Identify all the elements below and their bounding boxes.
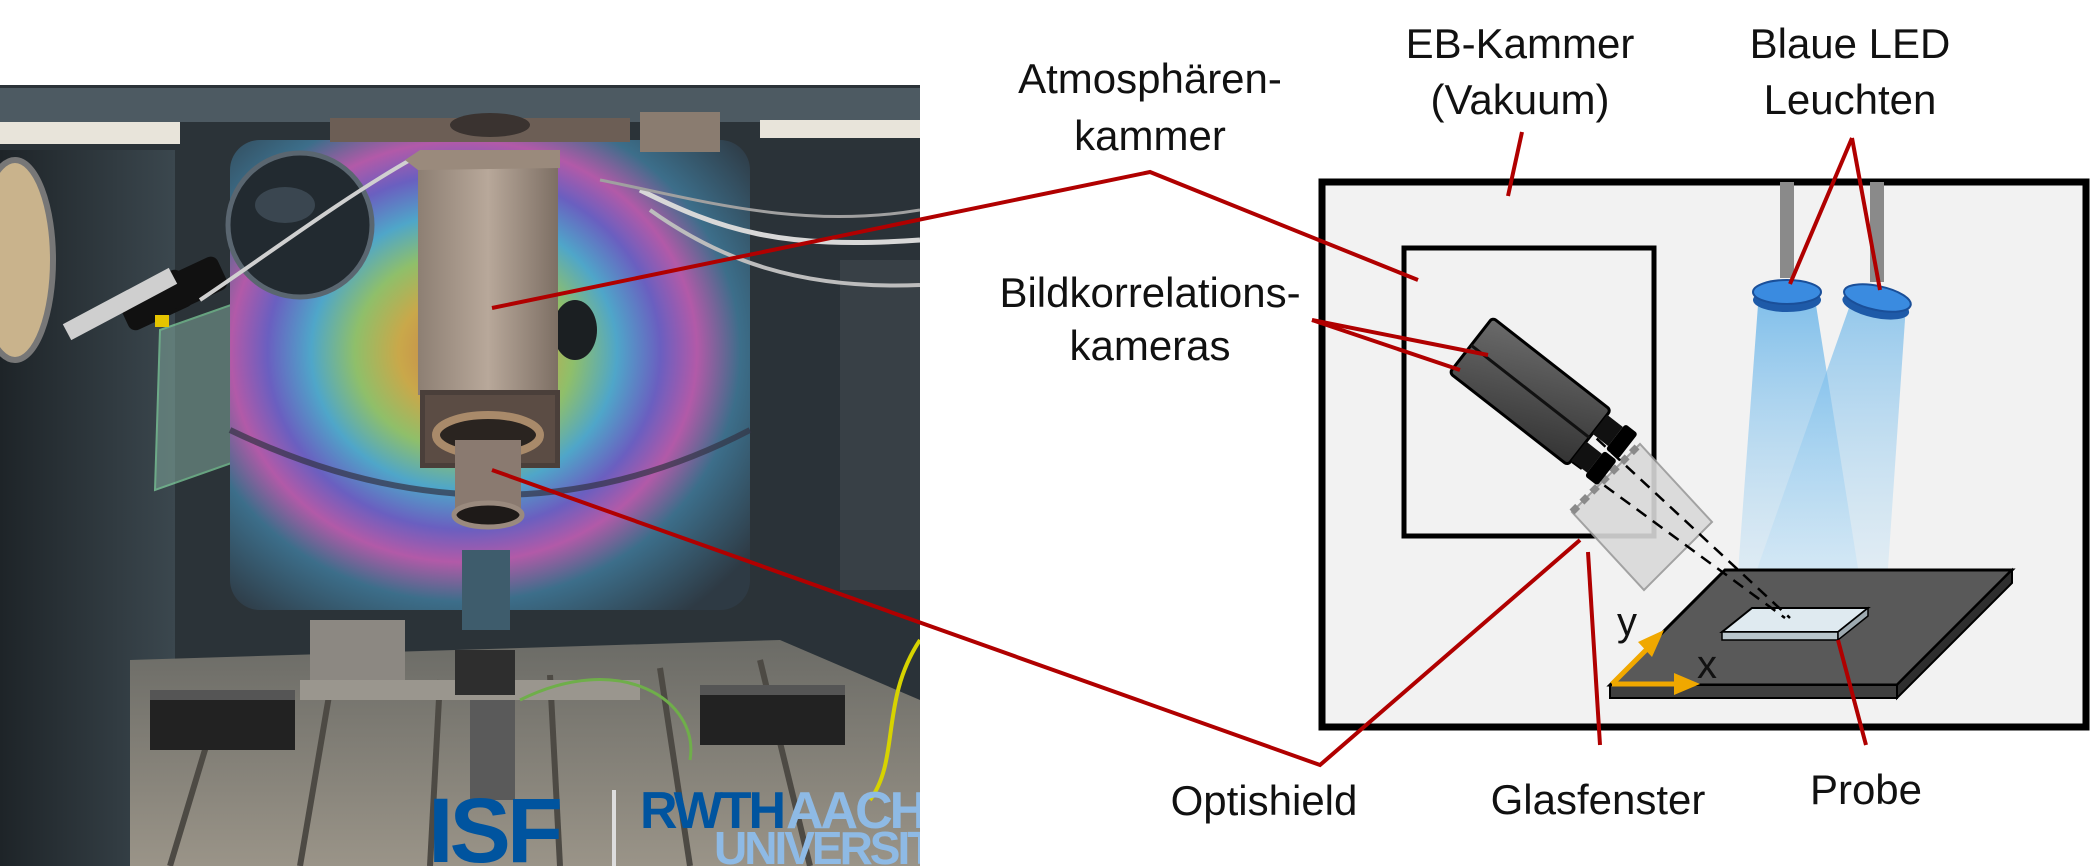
svg-text:RWTH: RWTH [640,782,783,840]
svg-text:Bildkorrelations-: Bildkorrelations- [999,269,1300,316]
isf-rwth-logo: ISF RWTH AACHEN UNIVERSITY [428,780,991,866]
camera-label: Bildkorrelations- kameras [999,269,1300,369]
led-lamp-left [1752,279,1822,312]
glass-window [1569,441,1714,592]
optishield-label: Optishield [1171,777,1358,824]
y-axis-label: y [1617,600,1637,644]
svg-text:EB-Kammer: EB-Kammer [1406,20,1635,67]
coordinate-axes [1610,630,1700,695]
svg-text:UNIVERSITY: UNIVERSITY [714,822,962,866]
probe-label: Probe [1810,766,1922,813]
svg-text:kammer: kammer [1074,112,1226,159]
schematic: x y [1318,178,2090,731]
atmosphere-chamber-label: Atmosphären- kammer [1018,55,1282,159]
dic-cameras [1449,317,1637,485]
x-axis-label: x [1697,643,1717,687]
glass-window-label: Glasfenster [1491,776,1706,823]
svg-text:ISF: ISF [428,780,560,866]
led-label: Blaue LED Leuchten [1750,20,1951,123]
svg-text:AACHEN: AACHEN [786,782,991,840]
svg-text:(Vakuum): (Vakuum) [1431,76,1610,123]
svg-text:Blaue LED: Blaue LED [1750,20,1951,67]
light-beam-right [1742,305,1906,612]
svg-text:kameras: kameras [1069,322,1230,369]
machine-photo: ISF RWTH AACHEN UNIVERSITY [0,85,991,866]
led-lamp-right [1842,283,1912,320]
leader-lines [491,131,1882,768]
svg-text:Atmosphären-: Atmosphären- [1018,55,1282,102]
svg-text:Leuchten: Leuchten [1764,76,1937,123]
eb-chamber-label: EB-Kammer (Vakuum) [1406,20,1635,123]
